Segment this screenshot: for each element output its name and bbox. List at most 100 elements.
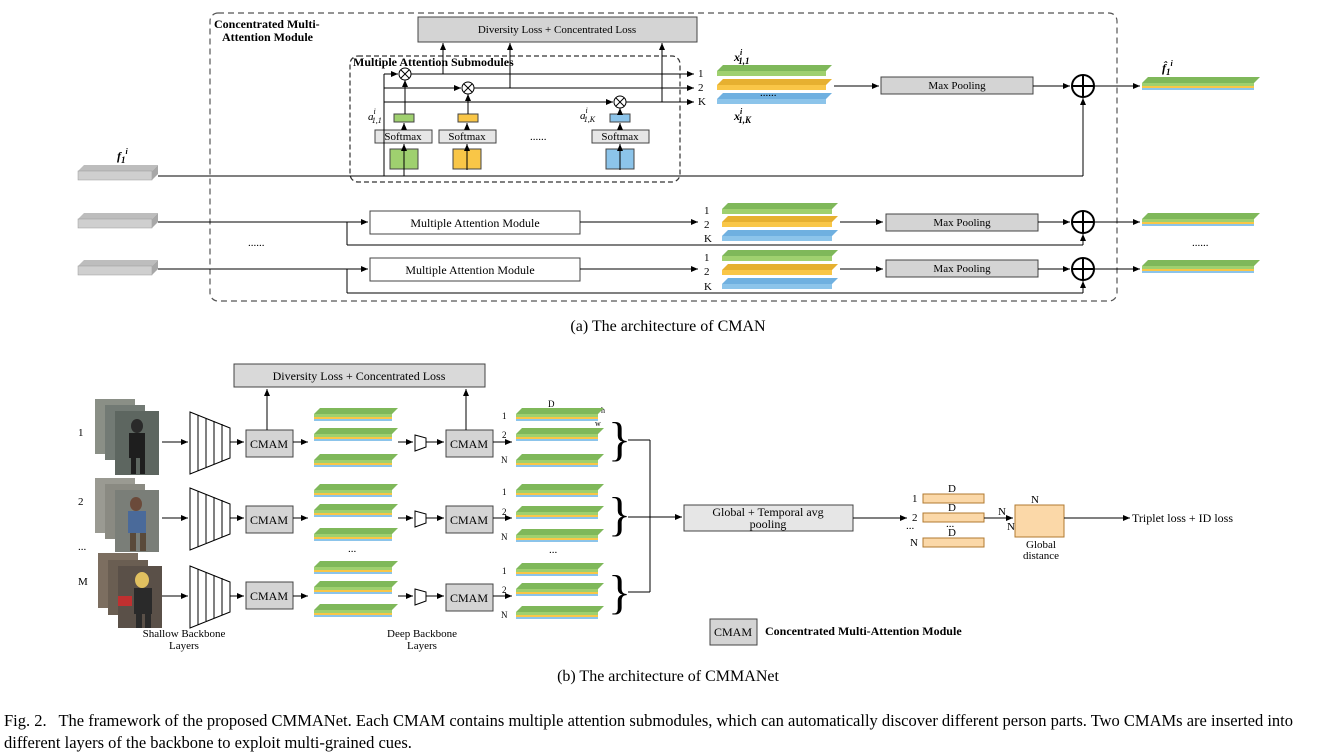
deep-label-2: Layers xyxy=(407,640,437,652)
row-dots-left: ...... xyxy=(248,237,265,249)
stack-dots-a1: ...... xyxy=(760,87,777,99)
cmam-box-1b xyxy=(445,429,494,458)
softmax-label-2: Softmax xyxy=(448,131,486,143)
vec-d-2: D xyxy=(948,502,956,514)
input-feature-2 xyxy=(77,213,158,229)
branch-label-k: K xyxy=(698,96,706,108)
max-pooling-label-3: Max Pooling xyxy=(933,263,991,275)
row-dots-right: ...... xyxy=(1192,237,1209,249)
pooling-label-1: Global + Temporal avg xyxy=(712,505,823,519)
global-n-label: N xyxy=(1031,494,1039,506)
branch-2-k: K xyxy=(704,233,712,245)
figure-caption-text: The framework of the proposed CMMANet. E… xyxy=(4,711,1294,752)
r2-idx-1: 1 xyxy=(502,487,507,497)
rm-idx-1: 1 xyxy=(502,566,507,576)
dim-d-label: D xyxy=(548,399,555,409)
cmam-box-2a xyxy=(245,505,294,534)
r2-idx-n: N xyxy=(501,532,508,542)
seq-label-m: M xyxy=(78,576,88,588)
dim-h-label: h xyxy=(601,406,605,415)
loss-box-a xyxy=(417,16,698,43)
cmam-box-3b xyxy=(445,583,494,612)
dim-w-label: w xyxy=(595,419,601,428)
branch-3-1: 1 xyxy=(704,252,710,264)
cmmanet-diagram: Concentrated Multi-Attention Module Dive… xyxy=(77,12,1260,685)
rm-idx-n: N xyxy=(501,610,508,620)
shallow-label-1: Shallow Backbone xyxy=(143,628,226,640)
video-sequence-1 xyxy=(95,399,159,475)
add-icon-1 xyxy=(1071,74,1095,98)
cmam-box-3a xyxy=(245,581,294,610)
max-pooling-label-2: Max Pooling xyxy=(933,217,991,229)
n-arrow-label: N xyxy=(998,506,1006,518)
vec-idx-n: N xyxy=(910,537,918,549)
cmam-label-1b: CMAM xyxy=(450,437,488,451)
softmax-label-k: Softmax xyxy=(601,131,639,143)
brace-row-m: } xyxy=(608,566,631,619)
cmam-label-3b: CMAM xyxy=(450,591,488,605)
cmam-box-1a xyxy=(245,429,294,458)
attention-map-2 xyxy=(457,113,479,123)
stacks-right-row-m xyxy=(516,563,604,619)
backbone-row-2 xyxy=(162,487,244,551)
add-icon-3 xyxy=(1071,257,1095,281)
global-label-1: Global xyxy=(1026,539,1056,551)
caption-a: (a) The architecture of CMAN xyxy=(570,318,766,335)
feature-stack-a2 xyxy=(722,203,838,241)
cmam-label-1a: CMAM xyxy=(250,437,288,451)
branch-3-k: K xyxy=(704,281,712,293)
branch-label-2: 2 xyxy=(698,82,704,94)
cman-architecture: Concentrated Multi-Attention Module Dive… xyxy=(77,12,1260,335)
seq-label-2: 2 xyxy=(78,496,84,508)
loss-box-b xyxy=(233,363,486,388)
cmam-title: Concentrated Multi-Attention Module xyxy=(214,17,320,44)
brace-row-1: } xyxy=(608,413,631,466)
softmax-label-1: Softmax xyxy=(384,131,422,143)
output-feature-a2 xyxy=(1142,213,1260,226)
figure-caption: Fig. 2. The framework of the proposed CM… xyxy=(4,710,1316,754)
cmam-label-2b: CMAM xyxy=(450,513,488,527)
figure-caption-label: Fig. 2. xyxy=(4,711,47,730)
r1-idx-1: 1 xyxy=(502,411,507,421)
mid-dots: ... xyxy=(348,543,357,555)
vec-dots-left: ... xyxy=(906,520,915,532)
stacks-mid-row-2 xyxy=(314,484,398,541)
loss-output-label: Triplet loss + ID loss xyxy=(1132,511,1233,525)
video-sequence-2 xyxy=(95,478,159,552)
seq-label-1: 1 xyxy=(78,427,84,439)
vector-1 xyxy=(922,493,985,504)
pooling-label-2: pooling xyxy=(750,517,787,531)
vector-n xyxy=(922,537,985,548)
backbone-row-m xyxy=(162,565,244,629)
loss-box-b-label: Diversity Loss + Concentrated Loss xyxy=(273,369,446,383)
stacks-right-row-2 xyxy=(516,484,604,542)
feature-stack-a1 xyxy=(717,65,832,104)
branch-3-2: 2 xyxy=(704,266,710,278)
deep-label-1: Deep Backbone xyxy=(387,628,457,640)
video-sequence-m xyxy=(98,553,162,628)
feature-stack-a3 xyxy=(722,250,838,289)
submodules-dashed-border xyxy=(349,55,681,183)
stacks-mid-row-1 xyxy=(314,408,398,467)
submodule-ellipsis: ...... xyxy=(530,131,547,143)
deep-row-2 xyxy=(398,510,444,528)
attention-map-1 xyxy=(393,113,415,123)
multiply-icon-1 xyxy=(398,67,412,81)
vec-idx-1: 1 xyxy=(912,493,918,505)
branch-2-2: 2 xyxy=(704,219,710,231)
global-n-left: N xyxy=(1007,521,1015,533)
right-dots: ... xyxy=(549,544,558,556)
output-feature-a1 xyxy=(1142,77,1260,90)
legend-cmam-box xyxy=(709,618,758,646)
cmam-label-3a: CMAM xyxy=(250,589,288,603)
output-feature-a3 xyxy=(1142,260,1260,273)
rm-idx-2: 2 xyxy=(502,585,507,595)
shallow-label-2: Layers xyxy=(169,640,199,652)
caption-b: (b) The architecture of CMMANet xyxy=(557,668,779,685)
multiply-icon-k xyxy=(613,95,627,109)
r2-idx-2: 2 xyxy=(502,507,507,517)
